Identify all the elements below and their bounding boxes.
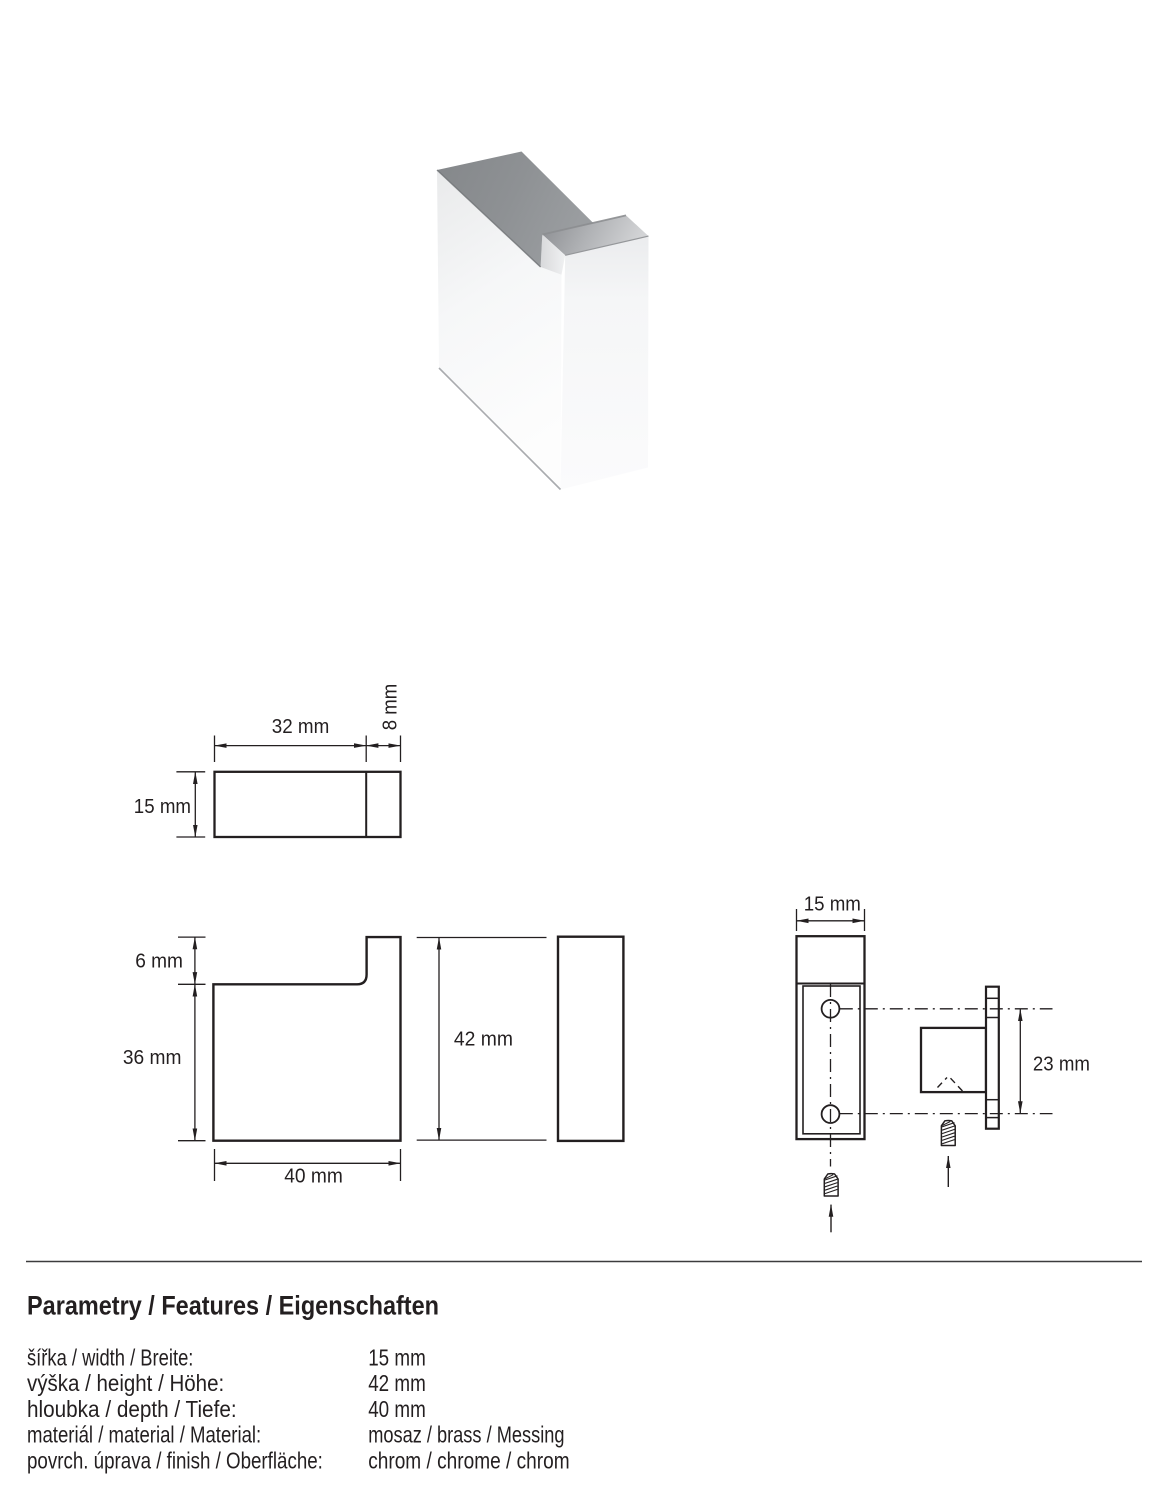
svg-text:42 mm: 42 mm xyxy=(454,1029,513,1051)
svg-text:23 mm: 23 mm xyxy=(1033,1054,1090,1076)
svg-text:mosaz / brass / Messing: mosaz / brass / Messing xyxy=(368,1422,564,1448)
svg-text:hloubka / depth / Tiefe:: hloubka / depth / Tiefe: xyxy=(27,1396,237,1422)
svg-text:15 mm: 15 mm xyxy=(368,1345,426,1371)
svg-text:výška / height / Höhe:: výška / height / Höhe: xyxy=(27,1370,224,1396)
svg-text:32 mm: 32 mm xyxy=(272,716,330,738)
svg-text:42 mm: 42 mm xyxy=(368,1370,426,1396)
svg-text:povrch. úprava / finish / Ober: povrch. úprava / finish / Oberfläche: xyxy=(27,1447,323,1473)
svg-text:15 mm: 15 mm xyxy=(804,893,861,915)
svg-text:chrom / chrome / chrom: chrom / chrome / chrom xyxy=(368,1447,569,1473)
svg-text:40 mm: 40 mm xyxy=(368,1396,426,1422)
svg-text:15 mm: 15 mm xyxy=(134,796,191,818)
svg-text:materiál / material / Material: materiál / material / Material: xyxy=(27,1422,261,1448)
svg-text:6 mm: 6 mm xyxy=(135,951,183,973)
svg-text:8 mm: 8 mm xyxy=(380,684,402,731)
svg-text:40 mm: 40 mm xyxy=(284,1166,343,1188)
svg-text:Parametry / Features / Eigensc: Parametry / Features / Eigenschaften xyxy=(27,1291,439,1321)
svg-text:36 mm: 36 mm xyxy=(123,1047,182,1069)
svg-text:šířka / width / Breite:: šířka / width / Breite: xyxy=(27,1345,193,1371)
